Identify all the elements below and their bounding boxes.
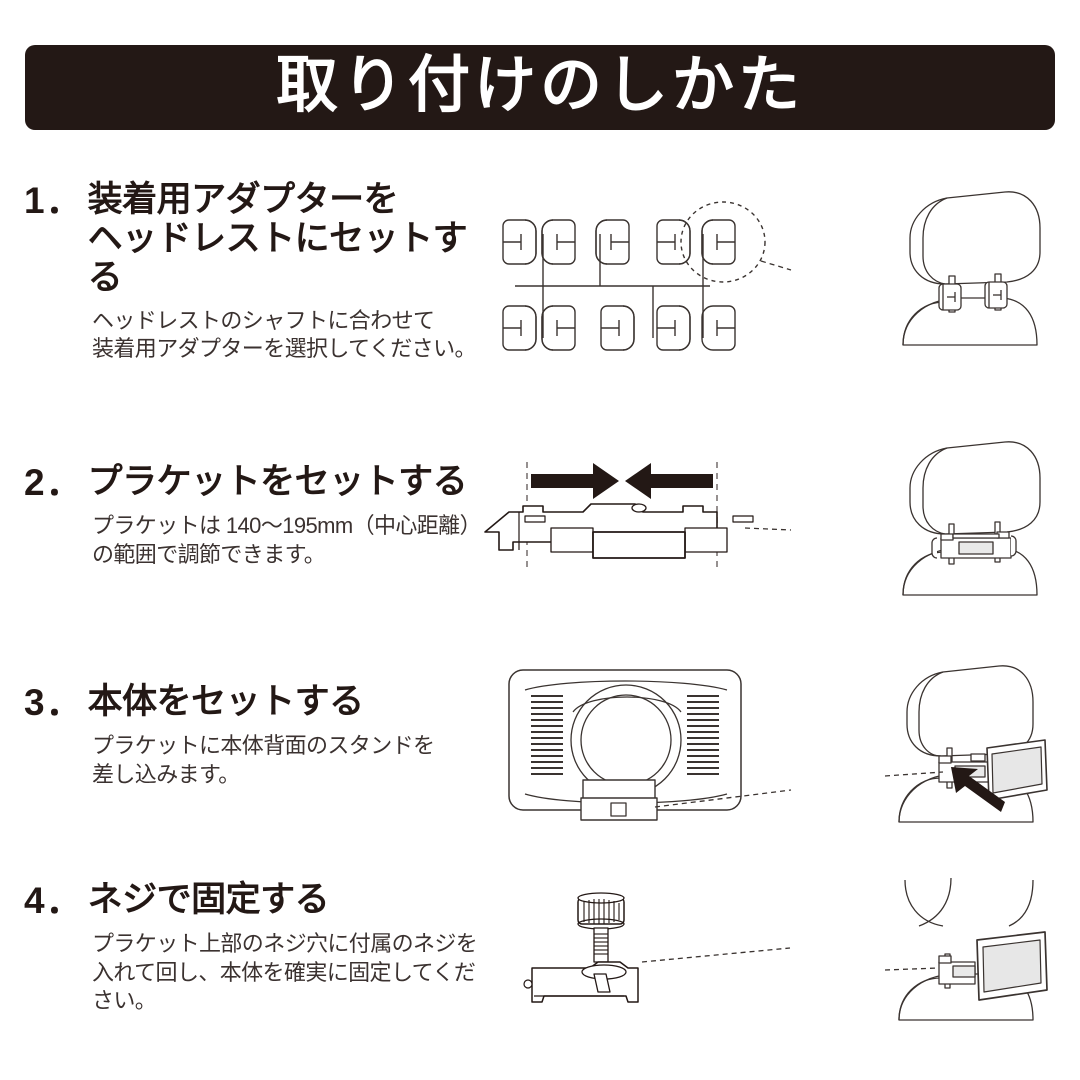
monitor-unit — [976, 931, 1048, 1001]
headrest-cushion — [906, 665, 1034, 757]
step-1-title: 装着用アダプターを ヘッドレストにセットする — [88, 180, 494, 298]
step-4-figure-right — [884, 870, 1080, 1050]
step-3-number: 3． — [24, 682, 84, 723]
adapter-piece — [701, 305, 736, 351]
arrow-left-icon — [625, 463, 713, 499]
leader-line — [744, 527, 792, 531]
mounted-bracket — [938, 955, 976, 985]
thread-lines — [594, 933, 608, 955]
bracket-body — [484, 503, 754, 559]
thumbscrew-shaft — [593, 927, 609, 963]
adapter-piece — [541, 219, 576, 265]
stand-slot — [610, 802, 627, 817]
highlight-ellipse — [680, 201, 766, 283]
monitor-screen — [982, 939, 1042, 993]
speaker-grille-right — [687, 694, 719, 776]
step-2-figure-left — [484, 450, 792, 590]
leader-line — [760, 260, 792, 271]
headrest-with-adapters-diagram — [902, 191, 1041, 346]
step-4-number: 4． — [24, 880, 84, 921]
step-1-figure-left — [495, 198, 792, 358]
step-3: 3． 本体をセットする プラケットに本体背面のスタンドを 差し込みます。 — [0, 650, 1080, 860]
thumbscrew-bracket-diagram — [523, 892, 791, 1003]
adapter-piece — [595, 219, 630, 265]
adapter-piece — [701, 219, 736, 265]
adjustment-arrows — [531, 463, 713, 499]
adapter-on-shaft-left — [938, 283, 962, 311]
leader-line — [654, 789, 792, 808]
leader-line — [884, 967, 940, 971]
step-1-text-block: 1． 装着用アダプターを ヘッドレストにセットする ヘッドレストのシャフトに合わ… — [24, 180, 494, 363]
step-1-figure-right — [885, 180, 1075, 365]
adapter-set-tree-diagram — [502, 201, 792, 351]
insert-arrow-icon — [951, 767, 1005, 812]
step-4-heading: 4． ネジで固定する — [24, 880, 494, 921]
step-3-figure-left — [495, 660, 792, 830]
adapter-piece — [502, 305, 537, 351]
step-2-heading: 2． プラケットをセットする — [24, 462, 494, 503]
step-2-text-block: 2． プラケットをセットする プラケットは 140〜195mm（中心距離） の範… — [24, 462, 494, 569]
bracket-adjustment-diagram — [484, 462, 792, 570]
step-4: 4． ネジで固定する プラケット上部のネジ穴に付属のネジを 入れて回し、本体を確… — [0, 870, 1080, 1050]
step-3-figure-right — [884, 650, 1080, 850]
headrest-with-bracket-diagram — [902, 441, 1041, 596]
step-3-text-block: 3． 本体をセットする プラケットに本体背面のスタンドを 差し込みます。 — [24, 682, 494, 789]
headrest-monitor-fixed-diagram — [884, 877, 1048, 1021]
monitor-screen — [991, 746, 1043, 794]
title-banner: 取り付けのしかた — [25, 45, 1055, 130]
step-1-title-line1: 装着用アダプターを — [87, 180, 399, 219]
headrest-cushion-partial — [904, 879, 944, 927]
headrest-monitor-insert-diagram — [884, 665, 1048, 823]
step-4-text-block: 4． ネジで固定する プラケット上部のネジ穴に付属のネジを 入れて回し、本体を確… — [24, 880, 494, 1015]
headrest-cushion — [909, 441, 1041, 535]
adapter-on-shaft-right — [984, 281, 1008, 309]
adapter-piece — [541, 305, 576, 351]
step-2-title: プラケットをセットする — [87, 462, 468, 501]
step-3-title: 本体をセットする — [87, 682, 365, 721]
monitor-unit — [986, 739, 1048, 801]
step-4-title: ネジで固定する — [87, 880, 330, 919]
mounted-bracket — [931, 531, 1017, 559]
knurl-lines — [583, 899, 620, 924]
step-2: 2． プラケットをセットする プラケットは 140〜195mm（中心距離） の範… — [0, 420, 1080, 620]
speaker-grille-left — [531, 694, 563, 776]
screw-hole — [631, 503, 647, 513]
step-1-title-line2: ヘッドレストにセットする — [87, 219, 468, 298]
step-3-description: プラケットに本体背面のスタンドを 差し込みます。 — [92, 733, 435, 787]
step-1-number: 1． — [24, 180, 84, 221]
seat-back — [902, 297, 1038, 346]
step-1-heading: 1． 装着用アダプターを ヘッドレストにセットする — [24, 180, 494, 298]
page-title: 取り付けのしかた — [275, 50, 804, 120]
headrest-cushion — [909, 191, 1041, 285]
step-4-description: プラケット上部のネジ穴に付属のネジを 入れて回し、本体を確実に固定してください。 — [92, 931, 478, 1013]
leader-line — [884, 771, 944, 777]
step-2-description: プラケットは 140〜195mm（中心距離） の範囲で調節できます。 — [92, 513, 482, 567]
leader-line — [641, 947, 791, 963]
adapter-piece — [600, 305, 635, 351]
adapter-piece — [656, 305, 691, 351]
adapter-piece — [656, 219, 691, 265]
step-1: 1． 装着用アダプターを ヘッドレストにセットする ヘッドレストのシャフトに合わ… — [0, 180, 1080, 390]
step-2-figure-right — [885, 430, 1075, 615]
step-1-description: ヘッドレストのシャフトに合わせて 装着用アダプターを選択してください。 — [92, 307, 476, 361]
step-2-number: 2． — [24, 462, 84, 503]
adapter-piece — [502, 219, 537, 265]
arrow-right-icon — [531, 463, 619, 499]
step-3-heading: 3． 本体をセットする — [24, 682, 494, 723]
step-4-figure-left — [520, 880, 791, 1020]
monitor-rear-diagram — [508, 669, 792, 821]
